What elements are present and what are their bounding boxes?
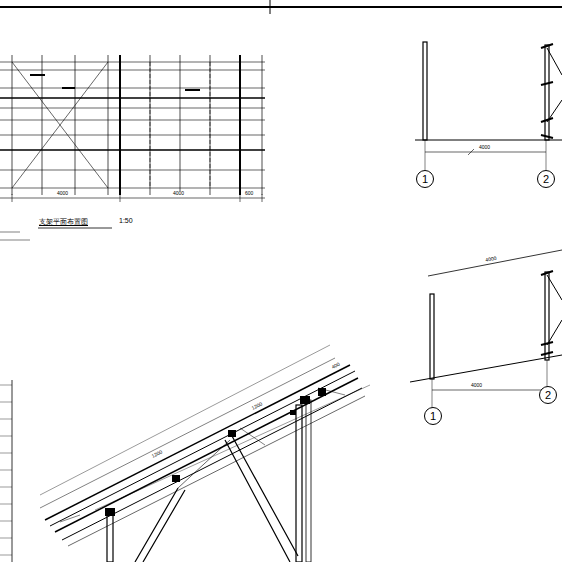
dimension: 600 xyxy=(244,191,254,196)
dimension: 4000 xyxy=(470,383,483,388)
axis-circle: 2 xyxy=(539,386,557,404)
dimension: 4000 xyxy=(478,145,491,150)
dimension: 4000 xyxy=(172,191,185,196)
axis-number: 2 xyxy=(543,174,549,185)
scale: 1:50 xyxy=(118,217,134,224)
axis-circle: 1 xyxy=(416,170,434,188)
dimension: 4000 xyxy=(484,255,498,262)
axis-circle: 1 xyxy=(424,407,442,425)
dimension: 400 xyxy=(330,361,341,370)
axis-number: 1 xyxy=(422,174,428,185)
dimension: 4000 xyxy=(56,191,69,196)
axis-circle: 2 xyxy=(537,170,555,188)
axis-number: 2 xyxy=(545,390,551,401)
axis-number: 1 xyxy=(430,411,436,422)
drawing-title: 支架平面布置图 xyxy=(38,218,89,225)
dimension: 1200 xyxy=(150,449,164,459)
